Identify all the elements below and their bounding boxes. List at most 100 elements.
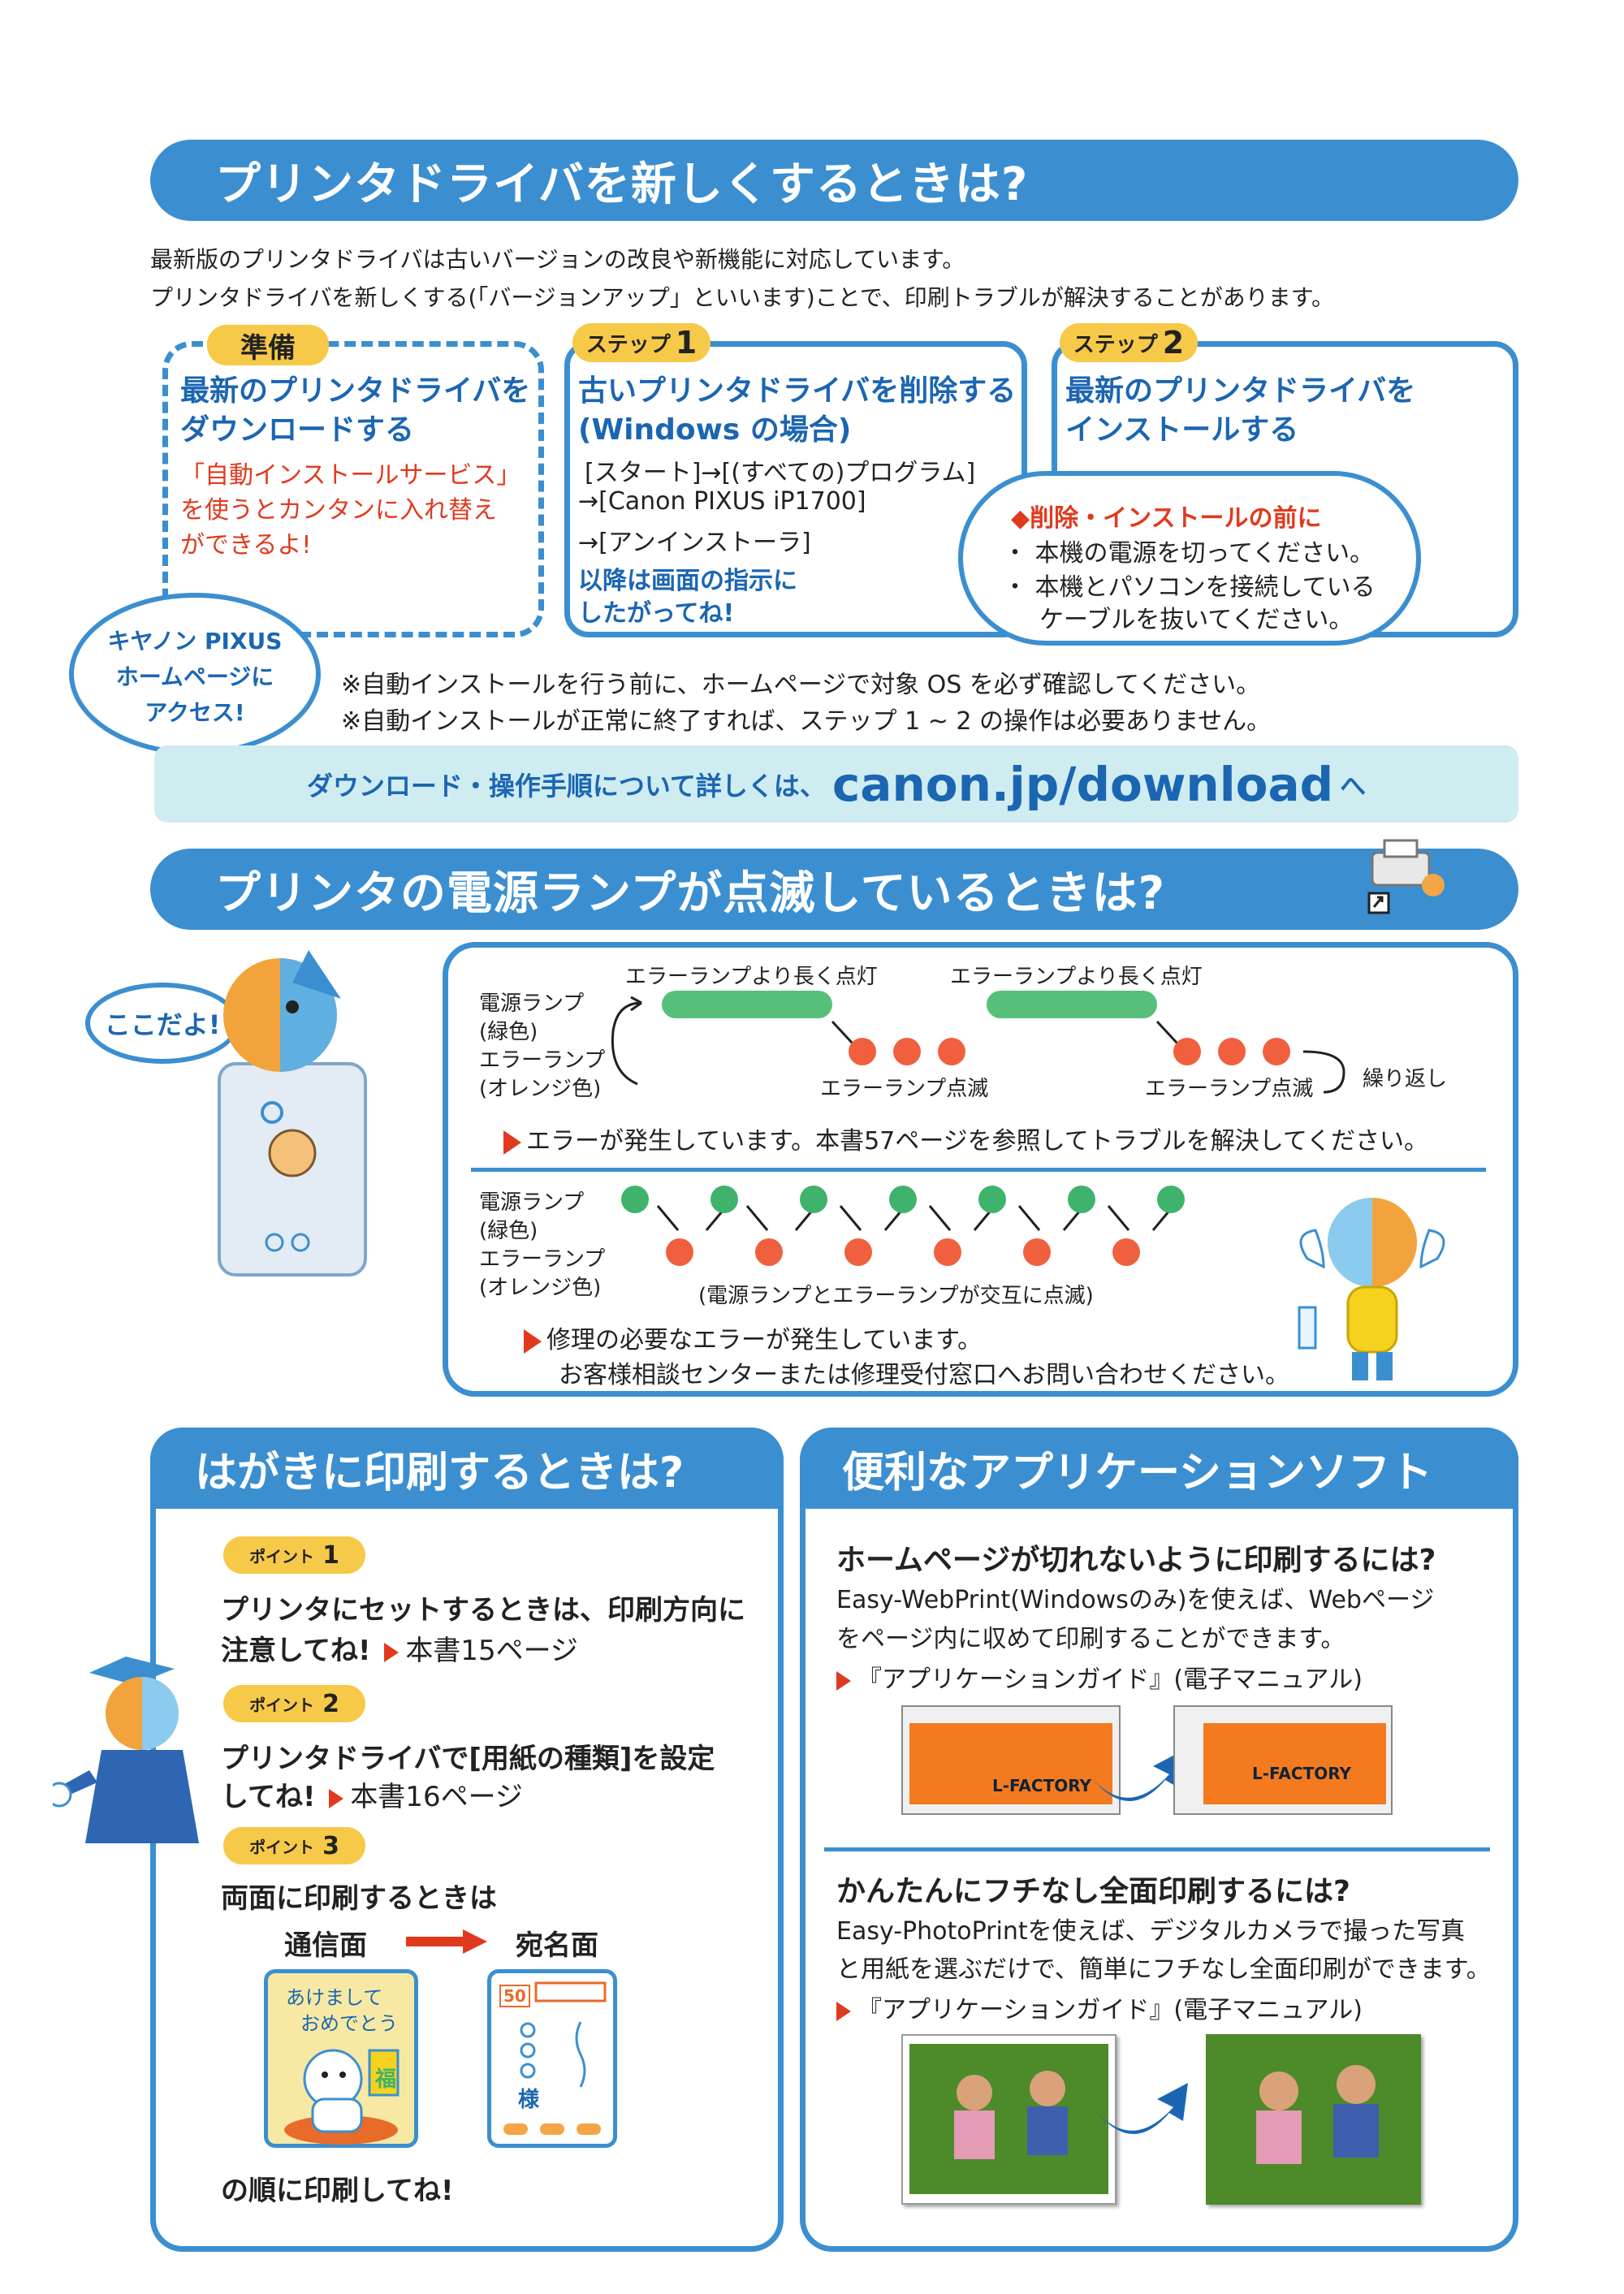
lamp-pattern-2-lines [656,1205,1175,1231]
point1-text-b: 注意してね! [221,1635,371,1667]
step1-follow-1: 以降は画面の指示に [578,567,797,595]
p1-orange-dot [1218,1038,1246,1065]
prep-heading-2: ダウンロードする [180,413,415,447]
prep-box [162,341,544,637]
step2-tag-num: 2 [1162,325,1185,361]
p2-green-dot [978,1186,1006,1213]
prep-note-2: を使うとカンタンに入れ替え [180,496,497,525]
point1-label: ポイント [249,1546,315,1566]
addr-sama: 様 [518,2088,540,2112]
error-message-2-text: 修理の必要なエラーが発生しています。 [546,1326,983,1354]
p2-green-label-1: 電源ランプ [479,1190,585,1215]
photo-guide-row: 『アプリケーションガイド』(電子マニュアル) [836,1989,1363,2025]
point1-tag: ポイント 1 [223,1536,365,1574]
download-lead: ダウンロード・操作手順について詳しくは、 [306,770,826,801]
before-cloud [958,471,1421,646]
section1-banner: プリンタドライバを新しくするときは? [150,140,1518,221]
lamp-divider [471,1168,1486,1172]
prep-heading-1: 最新のプリンタドライバを [180,374,531,408]
step1-heading-1: 古いプリンタドライバを削除する [578,374,1017,408]
p1-orange-dot [849,1038,876,1065]
p2-green-dot [800,1186,827,1213]
apps-divider [824,1847,1490,1851]
photo-guide[interactable]: 『アプリケーションガイド』(電子マニュアル) [857,1996,1363,2024]
p2-orange-dot [934,1238,961,1266]
access-line-3: アクセス! [145,699,245,726]
long-on-label-1: エラーランプより長く点灯 [625,965,878,989]
step1-heading-2: (Windows の場合) [578,413,852,447]
printer-help-icon[interactable] [1364,832,1453,918]
here-bubble-text: ここだよ! [104,1009,221,1040]
section1-intro-2: プリンタドライバを新しくする(「バージョンアップ」といいます)ことで、印刷トラブ… [150,284,1334,311]
repeat-label: 繰り返し [1363,1067,1448,1091]
step2-tag-label: ステップ [1073,332,1158,357]
step1-path-2: →[Canon PIXUS iP1700] [578,487,866,516]
point2-tag: ポイント 2 [223,1685,365,1722]
web-heading: ホームページが切れないように印刷するには? [836,1544,1436,1577]
access-line-1: キヤノン PIXUS [107,628,283,655]
p2-green-dot [710,1186,738,1213]
card-fuku: 福 [375,2067,397,2092]
p2-orange-dot [755,1238,783,1266]
p2-orange-dot [1112,1238,1140,1266]
point2-text-a: プリンタドライバで[用紙の種類]を設定 [221,1743,715,1775]
prep-tag-label: 準備 [240,331,296,365]
side-arrow-icon [406,1929,487,1954]
error-message-1: エラーが発生しています。本書57ページを参照してトラブルを解決してください。 [503,1121,1428,1156]
point2-num: 2 [322,1689,339,1718]
arrow-right-icon [384,1642,400,1662]
before-item-1: ・ 本機の電源を切ってください。 [1003,539,1375,568]
here-bubble: ここだよ! [85,983,240,1064]
point1-text-a: プリンタにセットするときは、印刷方向に [221,1594,745,1627]
web-guide[interactable]: 『アプリケーションガイド』(電子マニュアル) [857,1665,1363,1694]
alternate-label: (電源ランプとエラーランプが交互に点滅) [698,1284,1094,1308]
auto-install-note-1: ※自動インストールを行う前に、ホームページで対象 OS を必ず確認してください。 [341,671,1261,699]
blink-label-2: エラーランプ点滅 [1145,1077,1314,1101]
postcard-address-illustration: 50 様 [487,1969,617,2148]
lfactory-logo-1: L-FACTORY [992,1776,1092,1795]
step1-tag-num: 1 [675,325,698,361]
p2-orange-dot [1023,1238,1051,1266]
point2-ref: 本書16ページ [350,1781,523,1813]
postcard-front-illustration: あけまして おめでとう 福 [264,1969,418,2148]
p1-orange-dot [1263,1038,1290,1065]
photo-after-thumbnail [1206,2034,1421,2205]
photo-before-thumbnail [901,2034,1116,2205]
web-text-1: Easy-WebPrint(Windowsのみ)を使えば、Webページ [836,1586,1435,1614]
long-on-label-2: エラーランプより長く点灯 [950,965,1203,989]
point3-text-a: 両面に印刷するときは [221,1882,497,1915]
web-text-2: をページ内に収めて印刷することができます。 [836,1625,1345,1653]
step1-follow-2: したがってね! [578,599,735,628]
p2-green-dot [889,1186,917,1213]
graduate-mascot-illustration [46,1648,223,1860]
point2-text-b: してね! [221,1781,316,1813]
error-message-2b: お客様相談センターまたは修理受付窓口へお問い合わせください。 [559,1361,1289,1389]
p1-orange-label-2: (オレンジ色) [479,1077,602,1101]
prep-note-1: 「自動インストールサービス」 [180,461,521,490]
section2-banner: プリンタの電源ランプが点滅しているときは? [150,849,1518,930]
step2-heading-2: インストールする [1065,413,1299,447]
arrow-right-icon [524,1328,542,1354]
p2-orange-dot [666,1238,693,1266]
download-url-link[interactable]: canon.jp/download [831,756,1334,812]
p2-orange-label-2: (オレンジ色) [479,1276,602,1300]
point3-end: の順に印刷してね! [221,2175,454,2207]
point1-num: 1 [322,1540,339,1570]
step2-tag: ステップ 2 [1060,323,1198,362]
p1-orange-dot [893,1038,921,1065]
p2-green-dot [1157,1186,1185,1213]
section1-title: プリンタドライバを新しくするときは? [215,158,1029,211]
step1-path-1: [スタート]→[(すべての)プログラム] [585,459,976,487]
arrow-right-icon [329,1788,344,1808]
photo-text-1: Easy-PhotoPrintを使えば、デジタルカメラで撮った写真 [836,1917,1466,1946]
p1-green-long-2 [987,991,1157,1018]
blink-label-1: エラーランプ点滅 [820,1077,989,1101]
auto-install-note-2: ※自動インストールが正常に終了すれば、ステップ 1 ~ 2 の操作は必要ありませ… [341,707,1272,736]
lfactory-logo-2: L-FACTORY [1252,1764,1352,1783]
point3-tag: ポイント 3 [223,1827,365,1864]
point2-label: ポイント [249,1695,315,1715]
p1-orange-dot [1173,1038,1201,1065]
section3-title: はがきに印刷するときは? [195,1448,685,1497]
p2-green-dot [621,1186,649,1213]
photo-text-2: と用紙を選ぶだけで、簡単にフチなし全面印刷ができます。 [836,1955,1491,1984]
